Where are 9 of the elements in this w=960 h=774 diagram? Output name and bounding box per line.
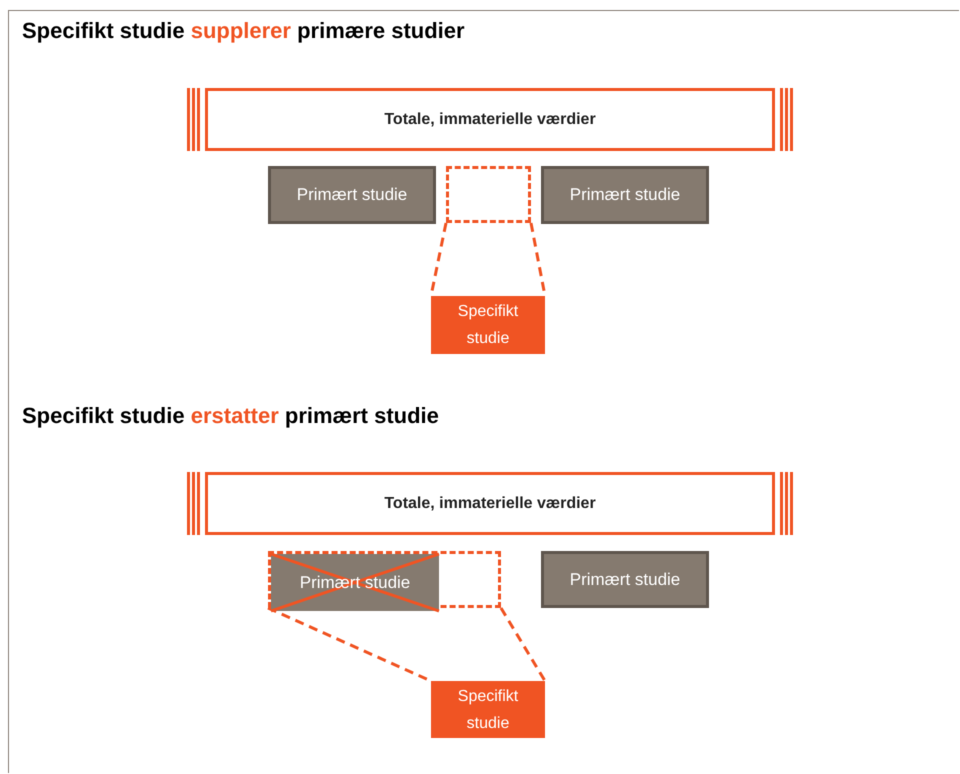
section-heading: Specifikt studie erstatter primært studie xyxy=(22,403,439,429)
primary-study-box: Primært studie xyxy=(541,166,709,224)
dashed-connector xyxy=(500,607,546,682)
dashed-placeholder-box xyxy=(446,166,531,223)
specific-study-box: Specifikt studie xyxy=(431,296,545,354)
primary-study-box: Primært studie xyxy=(268,166,436,224)
specific-study-box: Specifikt studie xyxy=(431,681,545,738)
primary-study-box: Primært studie xyxy=(541,551,709,608)
section-heading: Specifikt studie supplerer primære studier xyxy=(22,18,465,44)
